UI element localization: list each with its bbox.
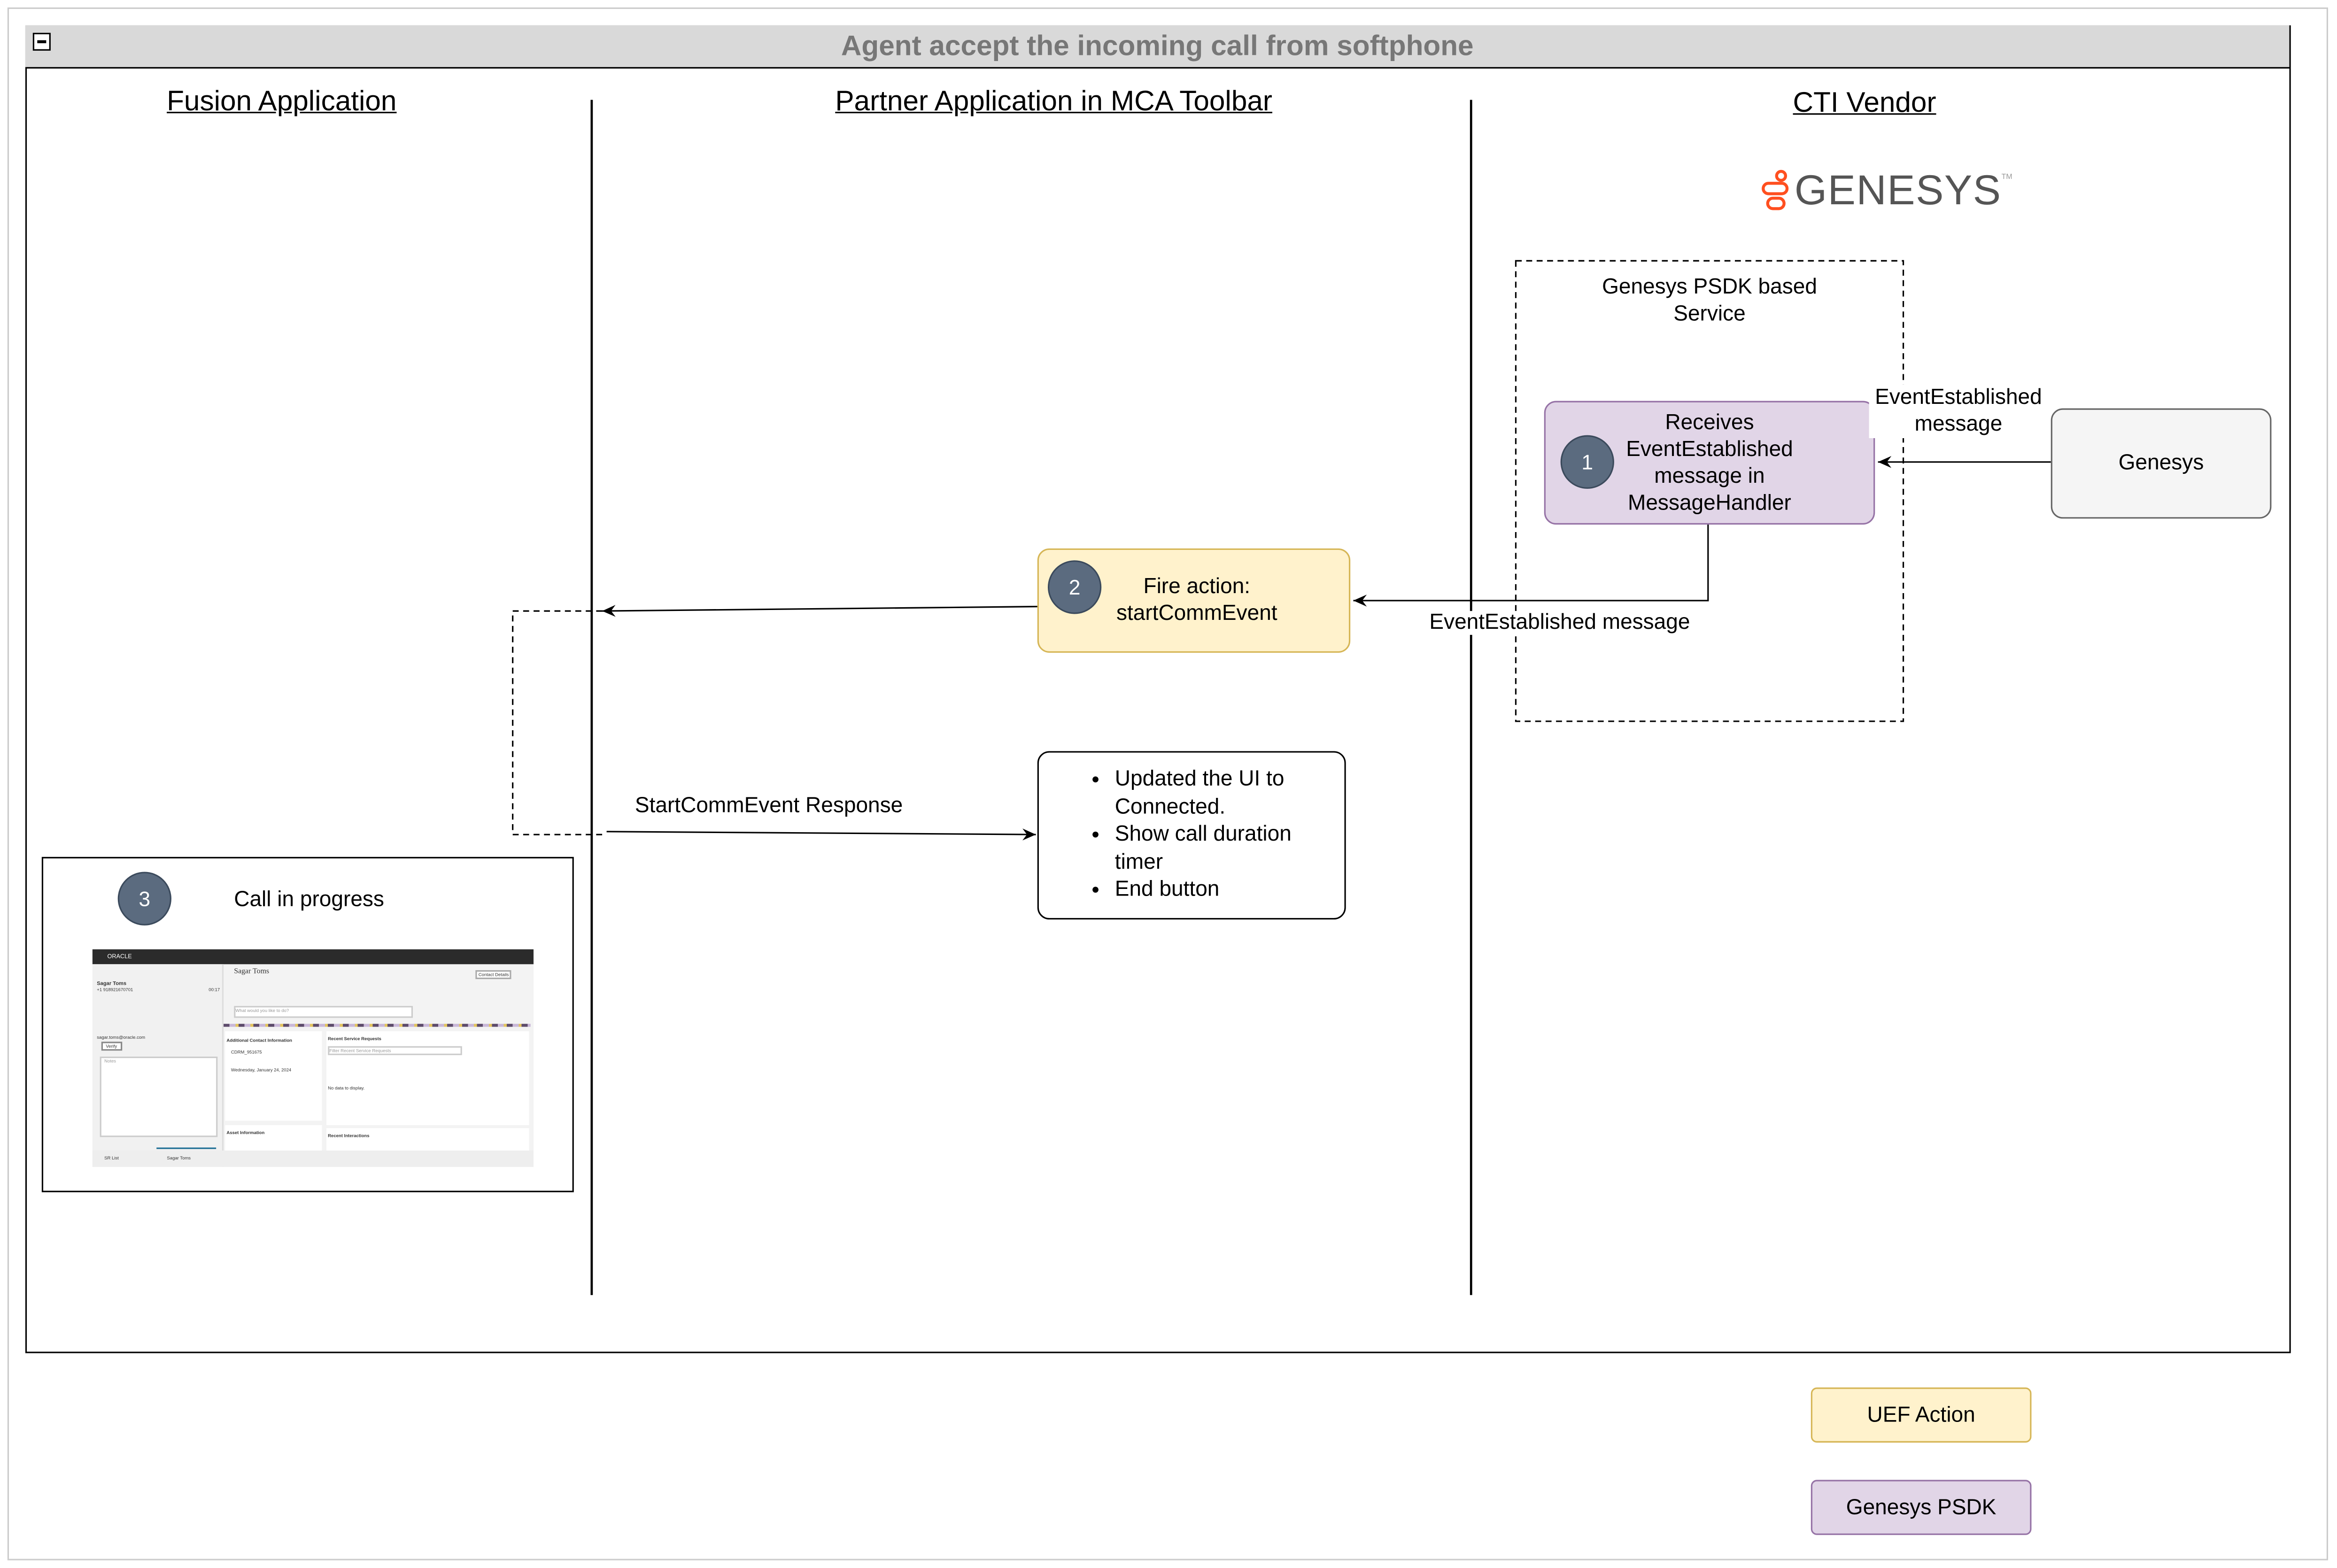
legend-genesys-psdk: Genesys PSDK <box>1811 1480 2032 1535</box>
arrow-step2-to-fusion <box>602 605 1037 617</box>
call-in-progress-screenshot: ORACLE Sagar Toms +1 918921670701 00:17 … <box>92 949 534 1167</box>
genesys-logo: GENESYS TM <box>1760 167 2012 215</box>
step3-label: Call in progress <box>234 888 384 912</box>
result-list: Updated the UI to Connected. Show call d… <box>1039 766 1339 904</box>
lane-fusion: Fusion Application <box>167 86 397 118</box>
genesys-logo-text: GENESYS <box>1794 167 2002 213</box>
step3-badge: 3 <box>117 872 171 926</box>
genesys-logo-icon <box>1762 170 1789 210</box>
lane-cti: CTI Vendor <box>1793 88 1936 119</box>
arrow-response <box>606 828 1036 841</box>
page-frame <box>7 7 2329 1560</box>
step3-box <box>41 857 574 1192</box>
psdk-service-boundary <box>1515 260 1904 722</box>
step1-badge: 1 <box>1560 435 1614 489</box>
step2-badge: 2 <box>1047 560 1102 614</box>
diagram-title: Agent accept the incoming call from soft… <box>25 25 2290 69</box>
collapse-icon[interactable] <box>32 32 51 51</box>
fusion-processing-loop <box>512 610 604 835</box>
arrow-step1-to-step2 <box>1353 523 1709 607</box>
result-box: Updated the UI to Connected. Show call d… <box>1037 751 1346 920</box>
edge-label-psdk: EventEstablished message <box>1429 611 1690 635</box>
response-label: StartCommEvent Response <box>635 794 903 819</box>
legend-uef-action: UEF Action <box>1811 1387 2032 1443</box>
lane-partner: Partner Application in MCA Toolbar <box>835 86 1273 118</box>
genesys-box: Genesys <box>2051 408 2272 519</box>
